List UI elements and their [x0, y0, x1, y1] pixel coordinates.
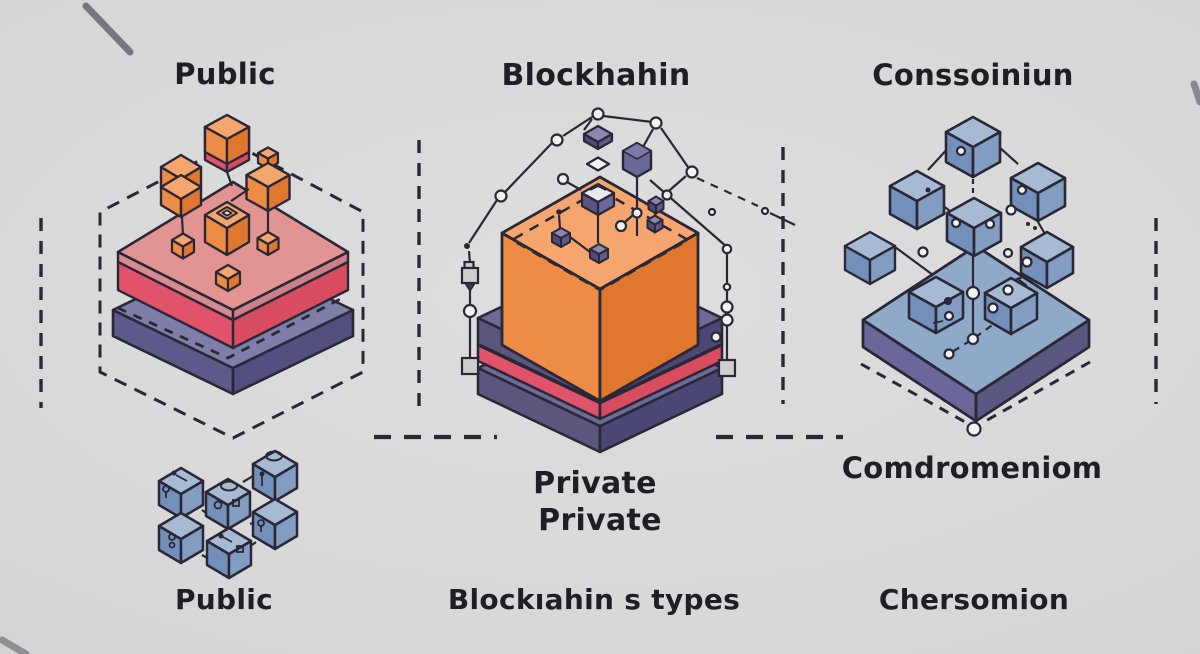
label-chersomion: Chersomion [878, 583, 1070, 616]
consortium-blockchain-illustration [843, 115, 1091, 437]
label-comdromeniom: Comdromeniom [841, 451, 1103, 485]
label-private-line2: Private [538, 503, 662, 538]
public-network-cubes-illustration [157, 449, 299, 580]
label-conssoiniun: Conssoiniun [872, 58, 1074, 92]
label-private-line1: Private [533, 466, 657, 501]
label-blockhahin: Blockhahin [501, 58, 691, 93]
private-blockchain-illustration [460, 107, 796, 454]
label-public-top: Public [174, 57, 276, 91]
label-public-bottom: Public [174, 583, 274, 616]
public-blockchain-illustration [98, 113, 365, 440]
label-blockchain-types: Blockıahin s types [447, 583, 741, 616]
